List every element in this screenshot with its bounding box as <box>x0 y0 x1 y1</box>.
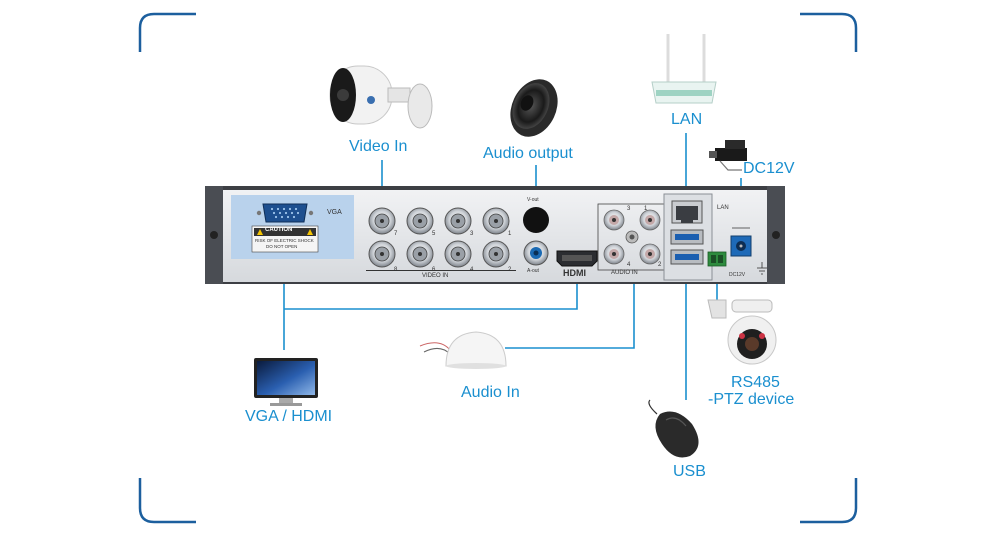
bnc-number: 3 <box>470 231 474 237</box>
speaker-icon <box>510 79 558 137</box>
bnc-number: 8 <box>394 267 398 273</box>
panel-v-out-text: V-out <box>527 197 539 203</box>
bnc-pin <box>456 219 460 223</box>
microphone-icon <box>419 331 507 369</box>
monitor-icon <box>254 358 318 406</box>
mouse-icon <box>648 399 699 458</box>
caution-sticker <box>251 225 319 253</box>
bnc-pin <box>418 219 422 223</box>
bnc-number: 7 <box>394 231 398 237</box>
bnc-number: 1 <box>508 231 512 237</box>
dc12v-jack <box>730 227 752 257</box>
hdmi-port <box>556 250 598 267</box>
label-vga-hdmi: VGA / HDMI <box>245 408 333 425</box>
label-rs485: RS485 <box>731 374 780 391</box>
video-in-bnc-group <box>368 207 510 268</box>
panel-hdmi-text: HDMI <box>563 268 586 278</box>
audio-number: 3 <box>627 206 631 212</box>
label-video-in: Video In <box>349 138 408 155</box>
label-ptz-device: -PTZ device <box>708 391 795 408</box>
panel-caution-sub1: RISK OF ELECTRIC SHOCK <box>255 238 314 243</box>
frame-brackets <box>138 12 858 524</box>
bnc-pin <box>456 252 460 256</box>
panel-video-in-text: VIDEO IN <box>422 273 449 279</box>
panel-lan-text: LAN <box>717 205 729 211</box>
lan-usb-block <box>663 193 713 281</box>
panel-vga-text: VGA <box>327 209 342 216</box>
audio-out-port <box>523 240 549 266</box>
video-out-port <box>523 207 549 233</box>
panel-caution-sub2: DO NOT OPEN <box>266 244 298 249</box>
rs485-terminal <box>707 251 727 267</box>
panel-dc12v-text: DC12V <box>729 272 746 278</box>
panel-audio-in-text: AUDIO IN <box>611 270 638 276</box>
bnc-pin <box>418 252 422 256</box>
bnc-number: 5 <box>432 231 436 237</box>
vga-port <box>256 203 314 223</box>
panel-caution-text: CAUTION <box>265 227 293 233</box>
audio-number: 1 <box>644 206 648 212</box>
bnc-pin <box>494 252 498 256</box>
power-adapter-icon <box>709 140 747 171</box>
label-audio-output: Audio output <box>483 145 573 162</box>
label-usb: USB <box>673 463 706 480</box>
label-audio-in: Audio In <box>461 384 520 401</box>
bnc-number: 2 <box>508 267 512 273</box>
ptz-camera-icon <box>707 299 777 365</box>
audio-in-rca-group <box>597 203 665 271</box>
panel-a-out-text: A-out <box>527 268 539 274</box>
audio-number: 4 <box>627 262 631 268</box>
bullet-camera-icon <box>329 65 433 129</box>
bnc-pin <box>494 219 498 223</box>
bnc-number: 6 <box>432 267 436 273</box>
ground-icon <box>757 262 767 275</box>
bnc-number: 4 <box>470 267 474 273</box>
label-lan: LAN <box>671 111 703 128</box>
bnc-pin <box>380 219 384 223</box>
audio-number: 2 <box>658 262 662 268</box>
bnc-pin <box>380 252 384 256</box>
router-icon <box>651 34 717 104</box>
label-dc12v: DC12V <box>743 160 795 177</box>
